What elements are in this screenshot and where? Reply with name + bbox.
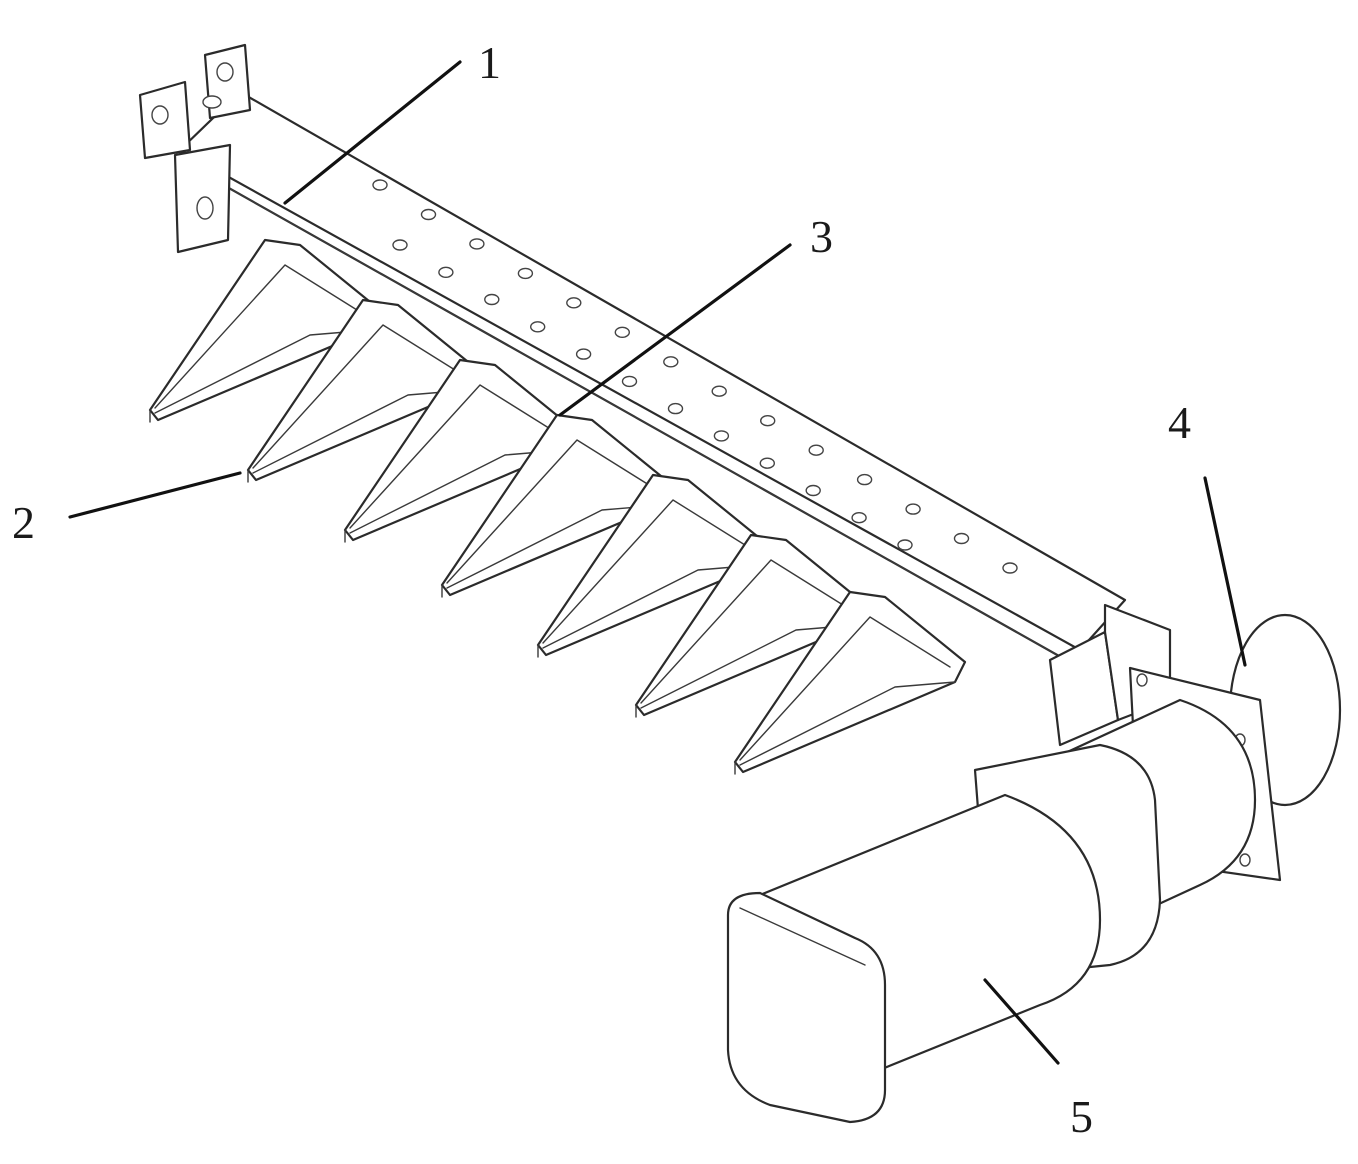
frame-hole <box>808 444 824 456</box>
leader-4 <box>1203 476 1247 667</box>
frame-hole <box>372 179 388 191</box>
frame-hole <box>805 484 821 497</box>
mounting-bracket <box>138 43 252 254</box>
leader-2 <box>68 471 242 519</box>
leader-3 <box>558 243 792 417</box>
frame-hole <box>759 457 775 469</box>
frame-hole <box>711 385 727 397</box>
frame-hole <box>897 539 913 551</box>
leader-5 <box>983 978 1060 1065</box>
frame-hole <box>469 238 485 250</box>
cutter-guards <box>148 238 967 775</box>
frame-hole <box>1002 562 1018 574</box>
frame-hole <box>760 415 776 427</box>
frame-hole <box>851 512 867 524</box>
frame-hole <box>856 473 873 486</box>
leader-lines <box>68 60 1247 1065</box>
frame-hole <box>713 430 730 442</box>
frame-hole <box>614 326 630 338</box>
callout-5: 5 <box>1070 1091 1093 1142</box>
callout-labels: 1 2 3 4 5 <box>12 37 1191 1142</box>
leader-1 <box>283 60 462 205</box>
frame-hole <box>905 503 921 515</box>
callout-1: 1 <box>478 37 501 88</box>
frame-hole <box>575 348 592 360</box>
frame-hole <box>667 402 684 415</box>
frame-hole <box>484 293 500 306</box>
frame-hole <box>566 297 582 309</box>
guard-finger <box>733 590 967 775</box>
frame-hole <box>621 375 638 388</box>
frame-hole <box>420 208 437 221</box>
callout-4: 4 <box>1168 397 1191 448</box>
callout-2: 2 <box>12 497 35 548</box>
frame-hole <box>517 267 534 280</box>
frame-hole <box>392 239 408 251</box>
frame-holes <box>372 179 1018 574</box>
frame-hole <box>438 266 454 278</box>
frame-hole <box>953 532 970 545</box>
callout-3: 3 <box>810 211 833 262</box>
motor-end-cap <box>726 891 887 1124</box>
frame-hole <box>663 356 679 368</box>
frame-hole <box>530 321 546 333</box>
drive-end <box>726 603 1342 1124</box>
